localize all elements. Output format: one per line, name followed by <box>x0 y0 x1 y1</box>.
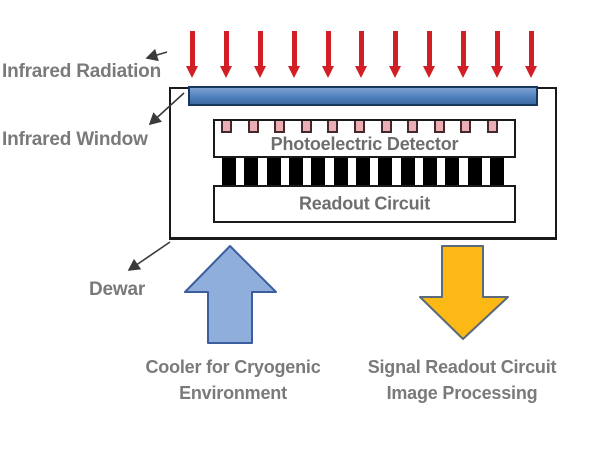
detector-pixel-bump <box>274 121 286 133</box>
radiation-arrow-icon <box>287 31 301 78</box>
detector-pixel-bump <box>300 121 312 133</box>
readout-circuit-box: Readout Circuit <box>213 185 516 223</box>
interconnect-bump <box>222 158 236 185</box>
signal-caption-line1: Signal Readout Circuit <box>367 357 557 377</box>
cooler-caption-line1: Cooler for Cryogenic <box>145 357 321 377</box>
interconnect-bumps-row <box>222 158 504 185</box>
dewar-pointer-arrow <box>127 241 171 271</box>
radiation-arrow-icon <box>321 31 335 78</box>
cooler-up-arrow <box>184 245 277 344</box>
radiation-arrow-icon <box>253 31 267 78</box>
detector-pixel-bump <box>221 121 232 133</box>
cooler-caption-line2: Environment <box>179 383 287 403</box>
interconnect-bump <box>244 158 259 185</box>
radiation-arrow-icon <box>219 31 233 78</box>
radiation-arrow-icon <box>355 31 368 78</box>
detector-pixel-bump <box>247 121 259 133</box>
photoelectric-detector-label: Photoelectric Detector <box>270 134 459 154</box>
interconnect-bump <box>378 158 393 185</box>
radiation-arrow-icon <box>389 31 402 78</box>
signal-caption: Signal Readout Circuit Image Processing <box>332 354 592 406</box>
interconnect-bump <box>266 158 281 185</box>
detector-pixel-bump <box>460 121 472 133</box>
radiation-arrow-icon <box>186 31 199 78</box>
infrared-window-pointer-arrow <box>148 92 185 126</box>
infrared-radiation-label: Infrared Radiation <box>2 61 161 82</box>
detector-pixel-bump <box>353 121 365 133</box>
dewar-label: Dewar <box>89 279 146 300</box>
detector-pixel-bump <box>433 121 445 133</box>
radiation-arrows-row <box>186 31 538 78</box>
interconnect-bump <box>288 158 303 185</box>
signal-down-arrow <box>419 245 509 340</box>
interconnect-bump <box>467 158 482 185</box>
interconnect-bump <box>445 158 460 185</box>
radiation-arrow-icon <box>491 31 504 78</box>
interconnect-bump <box>355 158 370 185</box>
detector-pixel-bump <box>327 121 339 133</box>
cooler-caption: Cooler for Cryogenic Environment <box>103 354 363 406</box>
detector-pixel-bump <box>407 121 419 133</box>
readout-circuit-label: Readout Circuit <box>298 193 430 214</box>
interconnect-bump <box>489 158 504 185</box>
detector-pixel-bump <box>486 121 498 133</box>
infrared-window-bar <box>188 86 538 106</box>
detector-pixel-bump <box>380 121 392 133</box>
signal-caption-line2: Image Processing <box>386 383 538 403</box>
interconnect-bump <box>400 158 415 185</box>
infrared-window-label: Infrared Window <box>2 129 148 150</box>
radiation-arrow-icon <box>457 31 470 78</box>
interconnect-bump <box>422 158 437 185</box>
radiation-arrow-icon <box>524 31 538 78</box>
interconnect-bump <box>333 158 348 185</box>
infrared-radiation-pointer-arrow <box>145 48 168 62</box>
radiation-arrow-icon <box>423 31 436 78</box>
interconnect-bump <box>311 158 326 185</box>
detector-pixel-bumps-row <box>221 121 498 133</box>
